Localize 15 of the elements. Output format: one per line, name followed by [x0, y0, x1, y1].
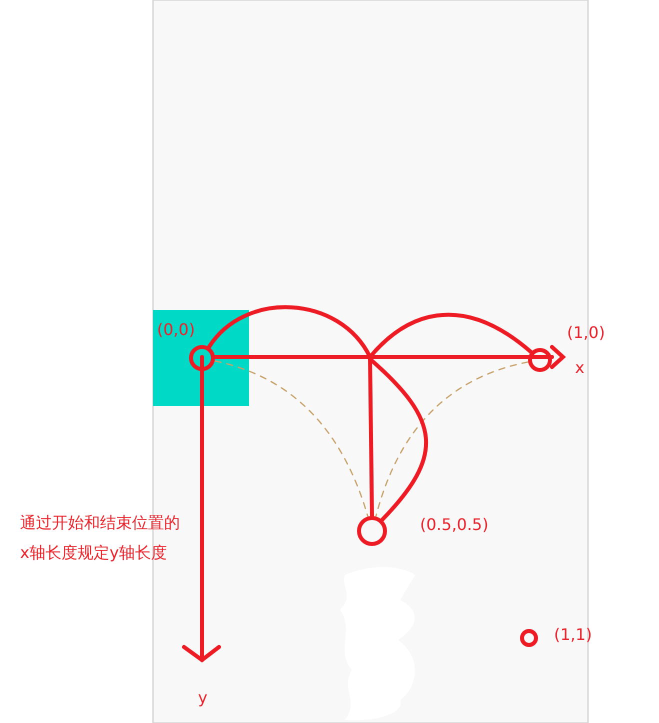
annotation-text: 通过开始和结束位置的x轴长度规定y轴长度 [20, 512, 181, 564]
dashed-curve [214, 360, 369, 518]
point-circle [189, 345, 215, 371]
point-circle [520, 629, 538, 647]
coordinate-label: (0.5,0.5) [420, 515, 488, 535]
point-circle [357, 516, 387, 546]
coordinate-label: (1,0) [567, 323, 605, 343]
dashed-curve [375, 361, 529, 517]
point-circle [528, 348, 552, 372]
axis-label: x [575, 358, 584, 378]
coordinate-label: (1,1) [554, 625, 592, 645]
x-axis [213, 345, 565, 369]
axis-label: y [198, 688, 208, 708]
coordinate-label: (0,0) [157, 320, 195, 340]
curve-path [368, 357, 428, 522]
